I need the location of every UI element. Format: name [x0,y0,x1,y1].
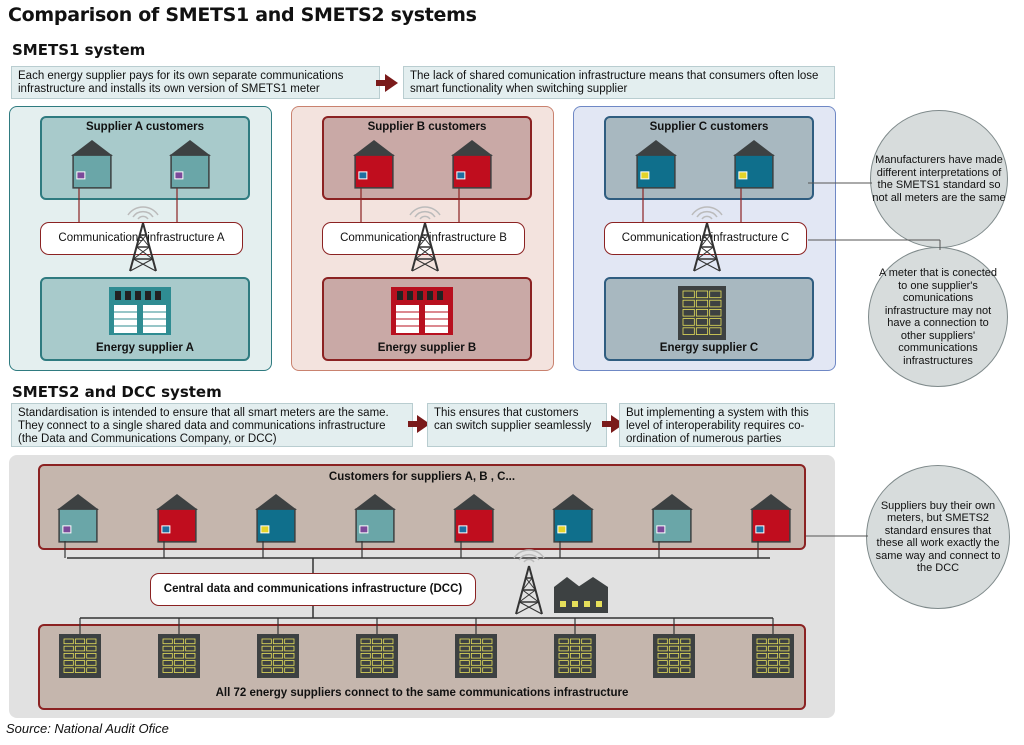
customers-label: Customers for suppliers A, B , C... [328,471,516,483]
house-roof [453,494,495,510]
callout-manufacturers-text: Manufacturers have made different interp… [872,154,1006,204]
meter-icon [76,171,86,180]
page-title: Comparison of SMETS1 and SMETS2 systems [8,4,477,26]
suppliers-label: All 72 energy suppliers connect to the s… [215,687,629,699]
house-roof [57,494,99,510]
meter-icon [62,525,72,534]
house-roof [651,494,693,510]
house-icon [451,140,493,189]
meter-icon [755,525,765,534]
smets1-note-left: Each energy supplier pays for its own se… [11,66,380,99]
antenna-tower-icon [409,206,441,272]
factory-icon [391,287,453,335]
source-note: Source: National Audit Ofice [6,721,169,736]
smets1-heading: SMETS1 system [12,41,146,59]
antenna-tower-icon [127,206,159,272]
energy-supplier-label: Energy supplier C [659,342,759,354]
smets2-note-3: But implementing a system with this leve… [619,403,835,447]
house-roof [354,494,396,510]
callout-meter-connection: A meter that is conected to one supplier… [868,247,1008,387]
house-icon [354,494,396,543]
house-icon [353,140,395,189]
meter-icon [174,171,184,180]
meter-icon [656,525,666,534]
house-roof [71,140,113,156]
customers-label: Supplier A customers [85,121,204,133]
meter-icon [358,171,368,180]
factory-icon [109,287,171,335]
house-roof [750,494,792,510]
smets2-heading: SMETS2 and DCC system [12,383,222,401]
smets2-note-1: Standardisation is intended to ensure th… [11,403,413,447]
meter-icon [458,525,468,534]
house-icon [71,140,113,189]
meter-icon [557,525,567,534]
callout-manufacturers: Manufacturers have made different interp… [870,110,1008,248]
callout-meter-connection-text: A meter that is conected to one supplier… [878,267,997,367]
meter-icon [260,525,270,534]
energy-supplier-label: Energy supplier A [96,342,194,354]
meter-icon [161,525,171,534]
callout-smets2-text: Suppliers buy their own meters, but SMET… [875,499,1001,575]
meter-icon [738,171,748,180]
supplier-building-icon [257,634,299,678]
house-roof [156,494,198,510]
meter-icon [640,171,650,180]
antenna-tower-icon [691,206,723,272]
house-icon [453,494,495,543]
smets2-note-2: This ensures that customers can switch s… [427,403,607,447]
supplier-building-icon [554,634,596,678]
house-icon [57,494,99,543]
supplier-building-icon [455,634,497,678]
callout-smets2: Suppliers buy their own meters, but SMET… [866,465,1010,609]
customers-label: Supplier C customers [649,121,769,133]
house-roof [353,140,395,156]
supplier-building-icon [752,634,794,678]
customers-label: Supplier B customers [367,121,487,133]
house-icon [635,140,677,189]
house-icon [552,494,594,543]
arrow-icon [408,415,430,433]
house-icon [169,140,211,189]
supplier-building-icon [653,634,695,678]
energy-supplier-label: Energy supplier B [377,342,477,354]
meter-icon [359,525,369,534]
supplier-building-icon [59,634,101,678]
house-icon [750,494,792,543]
house-roof [451,140,493,156]
arrow-icon [376,74,398,92]
house-roof [552,494,594,510]
house-icon [651,494,693,543]
house-roof [169,140,211,156]
dcc-label: Central data and communications infrastr… [150,573,476,606]
house-icon [255,494,297,543]
supplier-building-icon [356,634,398,678]
meter-icon [456,171,466,180]
dcc-building-icon [554,577,608,613]
house-icon [156,494,198,543]
house-wall [734,154,774,189]
house-roof [733,140,775,156]
house-icon [733,140,775,189]
supplier-building-icon [158,634,200,678]
smets1-note-right: The lack of shared comunication infrastr… [403,66,835,99]
house-roof [255,494,297,510]
antenna-tower-icon [513,549,545,615]
house-roof [635,140,677,156]
supplier-building-icon [678,286,726,340]
